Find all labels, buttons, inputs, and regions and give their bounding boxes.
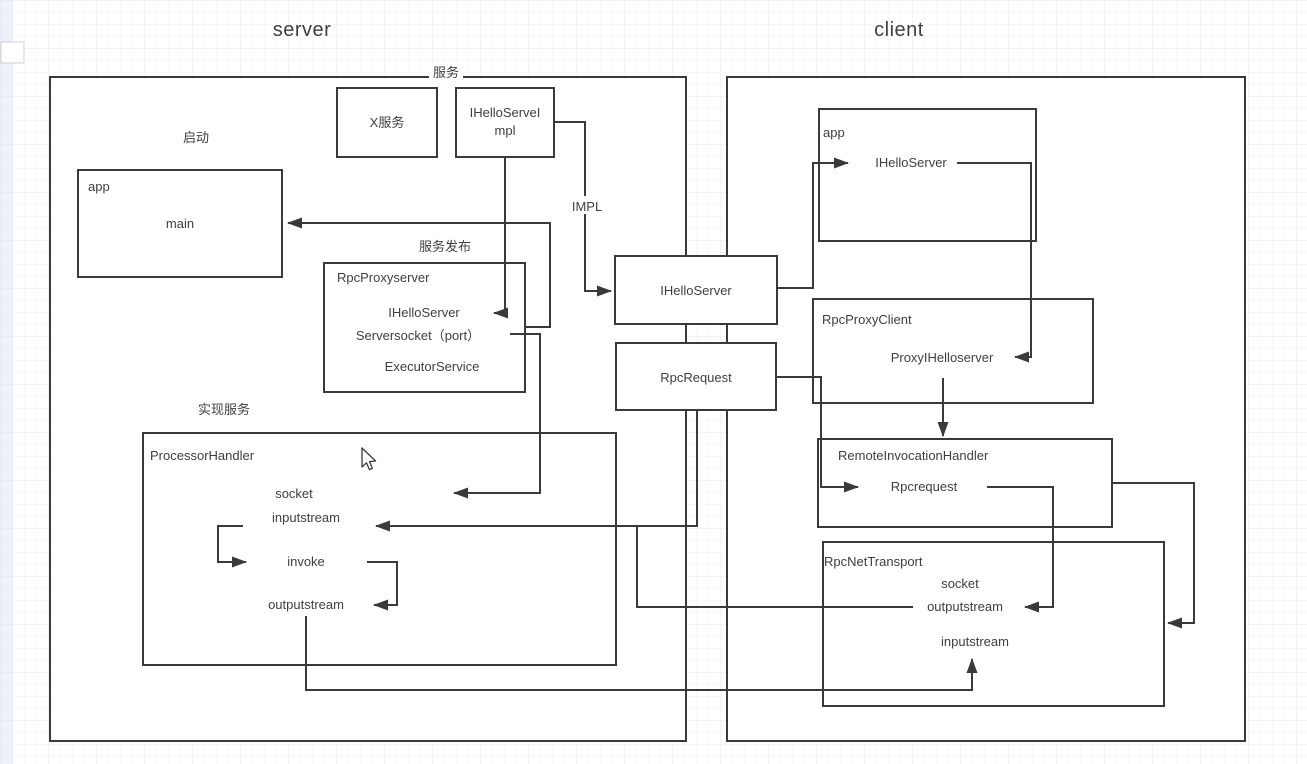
x-service-box[interactable] [336, 87, 438, 158]
rpc-request-box[interactable] [615, 342, 777, 411]
server-title[interactable]: server [273, 19, 332, 41]
connector-rpcrequest-to-handler-rpcrequest[interactable] [777, 376, 859, 493]
remote-handler-rpcrequest: Rpcrequest [891, 479, 958, 494]
rpc-proxyserver-title: RpcProxyserver [337, 270, 430, 285]
processor-handler-title: ProcessorHandler [150, 448, 255, 463]
rpc-net-transport-socket: socket [941, 576, 979, 591]
processor-handler-socket: socket [275, 486, 313, 501]
connector-clientapp-to-proxyihello[interactable] [957, 162, 1032, 363]
remote-invocation-handler-box[interactable] [817, 438, 1113, 528]
canvas-left-strip [0, 0, 13, 764]
rpc-proxy-client-title: RpcProxyClient [822, 312, 912, 327]
connector-invoke-to-outputstream[interactable] [367, 561, 398, 611]
server-app-box[interactable] [77, 169, 283, 278]
connector-inputstream-to-invoke[interactable] [217, 525, 247, 568]
processor-handler-invoke: invoke [287, 554, 325, 569]
connector-handler-to-transport[interactable] [1112, 482, 1195, 629]
ihello-serve-impl-line1: IHelloServeI [470, 105, 541, 120]
ihello-serve-impl-line2: mpl [495, 123, 516, 138]
publish-label[interactable]: 服务发布 [419, 239, 471, 254]
processor-handler-box[interactable] [142, 432, 617, 666]
x-service-label: X服务 [370, 115, 405, 130]
rpc-net-transport-outputstream: outputstream [927, 599, 1003, 614]
rpc-proxyserver-member-serversocket: Serversocket（port） [356, 328, 480, 343]
client-title[interactable]: client [874, 19, 924, 41]
connector-serversocket-to-socket[interactable] [453, 333, 541, 499]
connector-rpcrequest-to-client-outputstream[interactable] [987, 486, 1054, 613]
rpc-net-transport-inputstream: inputstream [941, 634, 1009, 649]
connector-rpcrequest-to-inputstream[interactable] [375, 410, 698, 532]
service-label-bg [429, 64, 463, 81]
canvas-artifact-square [0, 41, 25, 64]
mouse-cursor-icon [361, 447, 377, 471]
implement-label[interactable]: 实现服务 [198, 402, 250, 417]
processor-handler-inputstream: inputstream [272, 510, 340, 525]
connector-outputstream-to-client-inputstream[interactable] [305, 616, 978, 691]
rpc-proxyserver-box[interactable] [323, 262, 526, 393]
client-app-box[interactable] [818, 108, 1037, 242]
rpc-net-transport-title: RpcNetTransport [824, 554, 923, 569]
rpc-request-label: RpcRequest [660, 370, 732, 385]
client-app-title: app [823, 125, 845, 140]
connector-client-outputstream-to-server[interactable] [636, 526, 913, 608]
server-app-main: main [166, 216, 194, 231]
proxy-ihelloserver-label: ProxyIHelloserver [891, 350, 994, 365]
ihello-server-interface-box[interactable] [614, 255, 778, 325]
connector-impl-to-proxyserver-ihello[interactable] [493, 157, 508, 319]
remote-invocation-handler-title: RemoteInvocationHandler [838, 448, 989, 463]
connector-interface-to-clientapp[interactable] [777, 157, 849, 289]
server-app-title: app [88, 179, 110, 194]
rpc-proxy-client-box[interactable] [812, 298, 1094, 404]
rpc-proxyserver-member-executor: ExecutorService [385, 359, 480, 374]
connector-proxyserver-to-main[interactable] [287, 217, 551, 328]
ihello-server-interface-label: IHelloServer [660, 283, 732, 298]
processor-handler-outputstream: outputstream [268, 597, 344, 612]
client-app-ihello: IHelloServer [875, 155, 947, 170]
impl-label-bg [570, 196, 605, 214]
service-label[interactable]: 服务 [433, 65, 459, 80]
rpc-net-transport-box[interactable] [822, 541, 1165, 707]
startup-label[interactable]: 启动 [183, 130, 209, 145]
impl-label[interactable]: IMPL [572, 199, 602, 214]
rpc-proxyserver-member-ihello: IHelloServer [388, 305, 460, 320]
